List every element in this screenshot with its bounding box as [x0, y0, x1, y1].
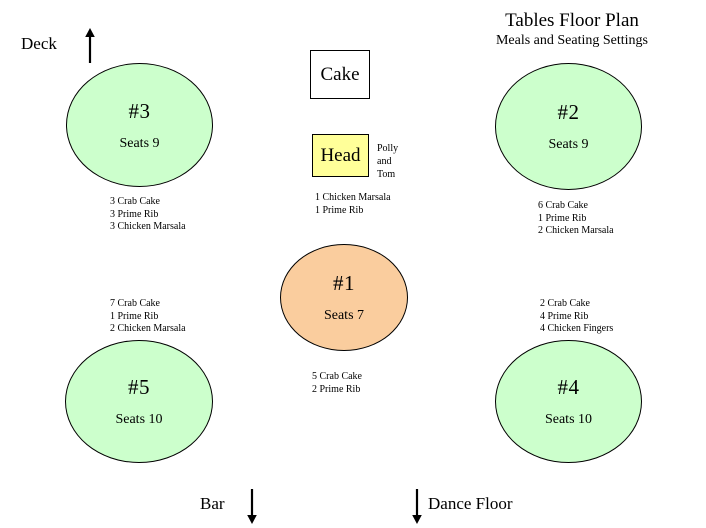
- head-table-guests: Polly and Tom: [377, 142, 398, 181]
- guest-conjunction: and: [377, 156, 392, 167]
- floor-plan-title-block: Tables Floor Plan Meals and Seating Sett…: [452, 10, 692, 49]
- meal-item: 7 Crab Cake: [110, 298, 160, 309]
- meal-item: 1 Prime Rib: [538, 212, 587, 224]
- arrow-down-icon: [247, 489, 257, 524]
- head-table-label: Head: [320, 144, 361, 166]
- table-2-meal-list: 6 Crab Cake 1 Prime Rib 2 Chicken Marsal…: [538, 200, 614, 238]
- meal-item: 4 Prime Rib: [540, 310, 589, 322]
- arrow-up-icon: [85, 28, 95, 63]
- table-5[interactable]: #5 Seats 10: [65, 340, 213, 463]
- meal-item: 2 Chicken Marsala: [110, 323, 186, 334]
- meal-item: 3 Prime Rib: [110, 208, 159, 220]
- meal-item: 2 Chicken Marsala: [538, 225, 614, 236]
- meal-item: 4 Chicken Fingers: [540, 323, 614, 334]
- meal-item: 6 Crab Cake: [538, 200, 588, 211]
- table-2[interactable]: #2 Seats 9: [495, 63, 642, 190]
- table-3-seats: Seats 9: [119, 135, 160, 151]
- table-3[interactable]: #3 Seats 9: [66, 63, 213, 187]
- table-3-number: #3: [128, 98, 151, 123]
- table-1-meal-list: 5 Crab Cake 2 Prime Rib: [312, 371, 362, 396]
- table-5-meal-list: 7 Crab Cake 1 Prime Rib 2 Chicken Marsal…: [110, 298, 186, 336]
- cake-table[interactable]: Cake: [310, 50, 370, 99]
- meal-item: 1 Prime Rib: [110, 310, 159, 322]
- table-1[interactable]: #1 Seats 7: [280, 244, 408, 351]
- head-table-meal-list: 1 Chicken Marsala 1 Prime Rib: [315, 192, 391, 217]
- meal-item: 1 Prime Rib: [315, 204, 364, 216]
- room-label-deck: Deck: [21, 34, 57, 53]
- cake-table-label: Cake: [320, 63, 360, 85]
- table-5-seats: Seats 10: [115, 412, 163, 427]
- meal-item: 2 Crab Cake: [540, 298, 590, 309]
- table-2-number: #2: [557, 100, 580, 124]
- table-4-number: #4: [557, 375, 580, 399]
- guest-name: Tom: [377, 169, 396, 180]
- table-3-meal-list: 3 Crab Cake 3 Prime Rib 3 Chicken Marsal…: [110, 196, 186, 234]
- table-5-number: #5: [128, 375, 150, 399]
- meal-item: 3 Crab Cake: [110, 196, 160, 207]
- table-4-meal-list: 2 Crab Cake 4 Prime Rib 4 Chicken Finger…: [540, 298, 613, 336]
- table-1-seats: Seats 7: [323, 308, 365, 323]
- meal-item: 5 Crab Cake: [312, 371, 362, 382]
- table-4[interactable]: #4 Seats 10: [495, 340, 642, 463]
- meal-item: 1 Chicken Marsala: [315, 192, 391, 203]
- page-subtitle: Meals and Seating Settings: [495, 33, 649, 48]
- page-title: Tables Floor Plan: [505, 10, 639, 31]
- room-label-dance-floor: Dance Floor: [428, 494, 513, 513]
- table-1-number: #1: [333, 271, 355, 295]
- table-4-seats: Seats 10: [544, 412, 593, 427]
- meal-item: 3 Chicken Marsala: [110, 221, 186, 232]
- head-table[interactable]: Head: [312, 134, 369, 177]
- guest-name: Polly: [377, 143, 399, 154]
- arrow-down-icon: [412, 489, 422, 524]
- room-label-bar: Bar: [200, 494, 225, 513]
- table-2-seats: Seats 9: [548, 137, 589, 152]
- meal-item: 2 Prime Rib: [312, 383, 361, 395]
